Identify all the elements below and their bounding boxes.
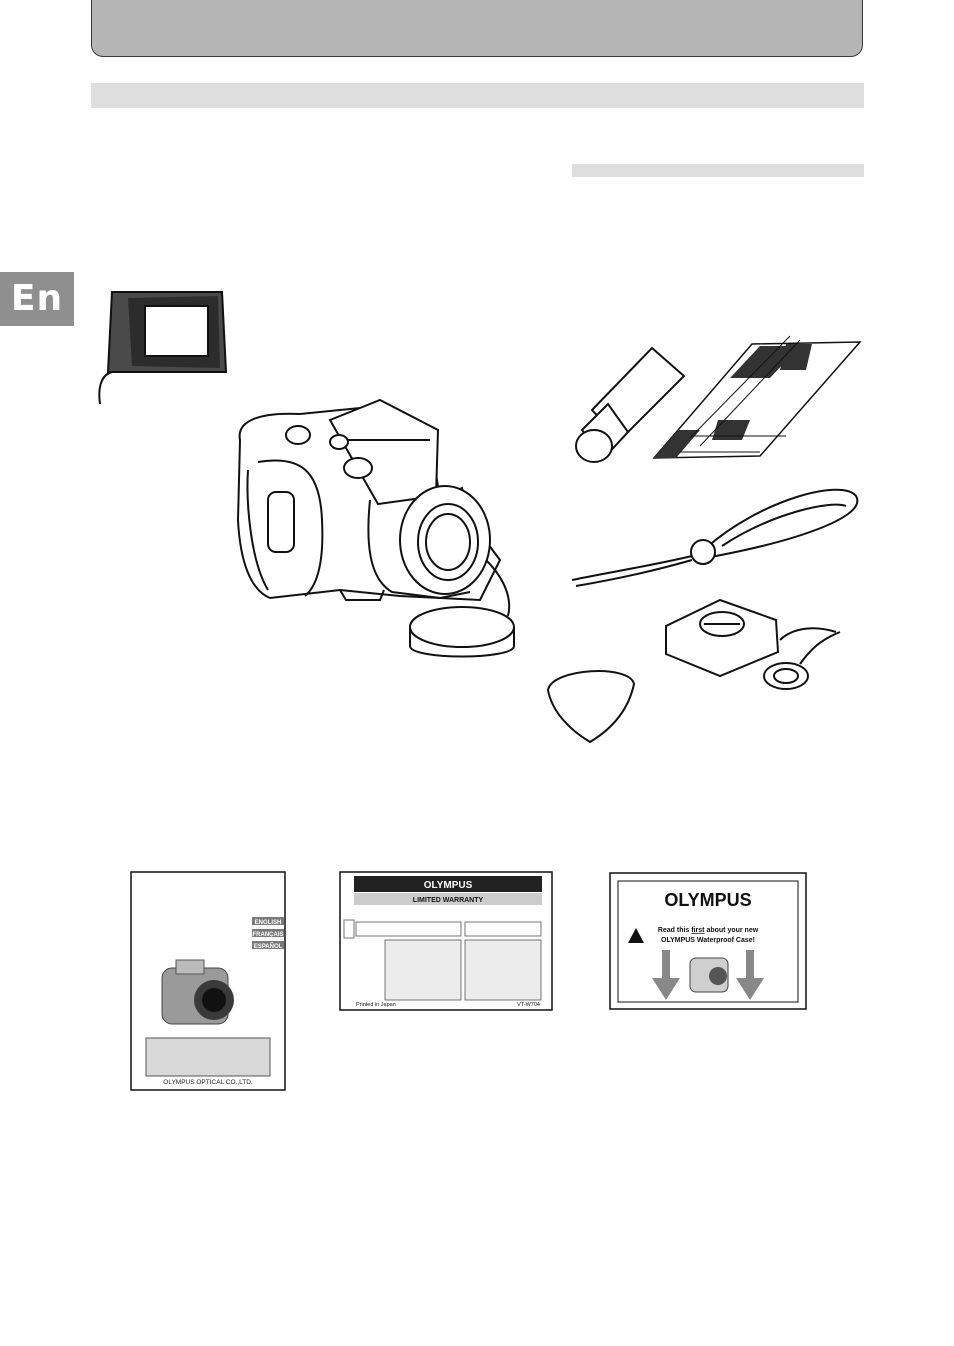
manual-language-french: FRANÇAIS [253, 932, 284, 938]
waterproof-case-illustration [236, 398, 515, 658]
silicone-grease-tube-illustration [575, 346, 686, 463]
header-banner [91, 0, 863, 57]
manual-language-english: ENGLISH [255, 920, 282, 926]
arrow-down-icon [736, 978, 764, 1000]
read-first-line-1: Read this first about your new [658, 927, 759, 934]
manual-language-spanish: ESPAÑOL [254, 943, 283, 950]
warranty-footer-left: Printed in Japan [356, 1002, 396, 1008]
opener-tool-illustration [546, 670, 636, 744]
read-first-brand: OLYMPUS [664, 890, 751, 910]
desiccant-box-illustration [665, 598, 841, 690]
warranty-title: LIMITED WARRANTY [413, 897, 484, 904]
cleaning-sheet-illustration [652, 335, 862, 459]
language-tab: En [0, 272, 74, 326]
warning-icon [628, 928, 644, 943]
subsection-title-bar [572, 164, 864, 177]
warranty-card-illustration: OLYMPUS LIMITED WARRANTY Printed in Japa… [339, 871, 553, 1011]
read-first-card-illustration: OLYMPUS Read this first about your new O… [609, 872, 807, 1010]
warranty-brand: OLYMPUS [424, 880, 473, 891]
warranty-footer-right: VT-W704 [517, 1002, 540, 1008]
hand-strap-illustration [571, 488, 859, 587]
arrow-down-icon [652, 978, 680, 1000]
read-first-line-2: OLYMPUS Waterproof Case! [661, 937, 755, 944]
lcd-hood-illustration [98, 291, 228, 405]
instruction-manual-illustration: ENGLISH FRANÇAIS ESPAÑOL OLYMPUS OPTICAL… [130, 871, 286, 1091]
section-title-bar [91, 83, 864, 108]
manual-publisher: OLYMPUS OPTICAL CO.,LTD. [163, 1079, 253, 1086]
